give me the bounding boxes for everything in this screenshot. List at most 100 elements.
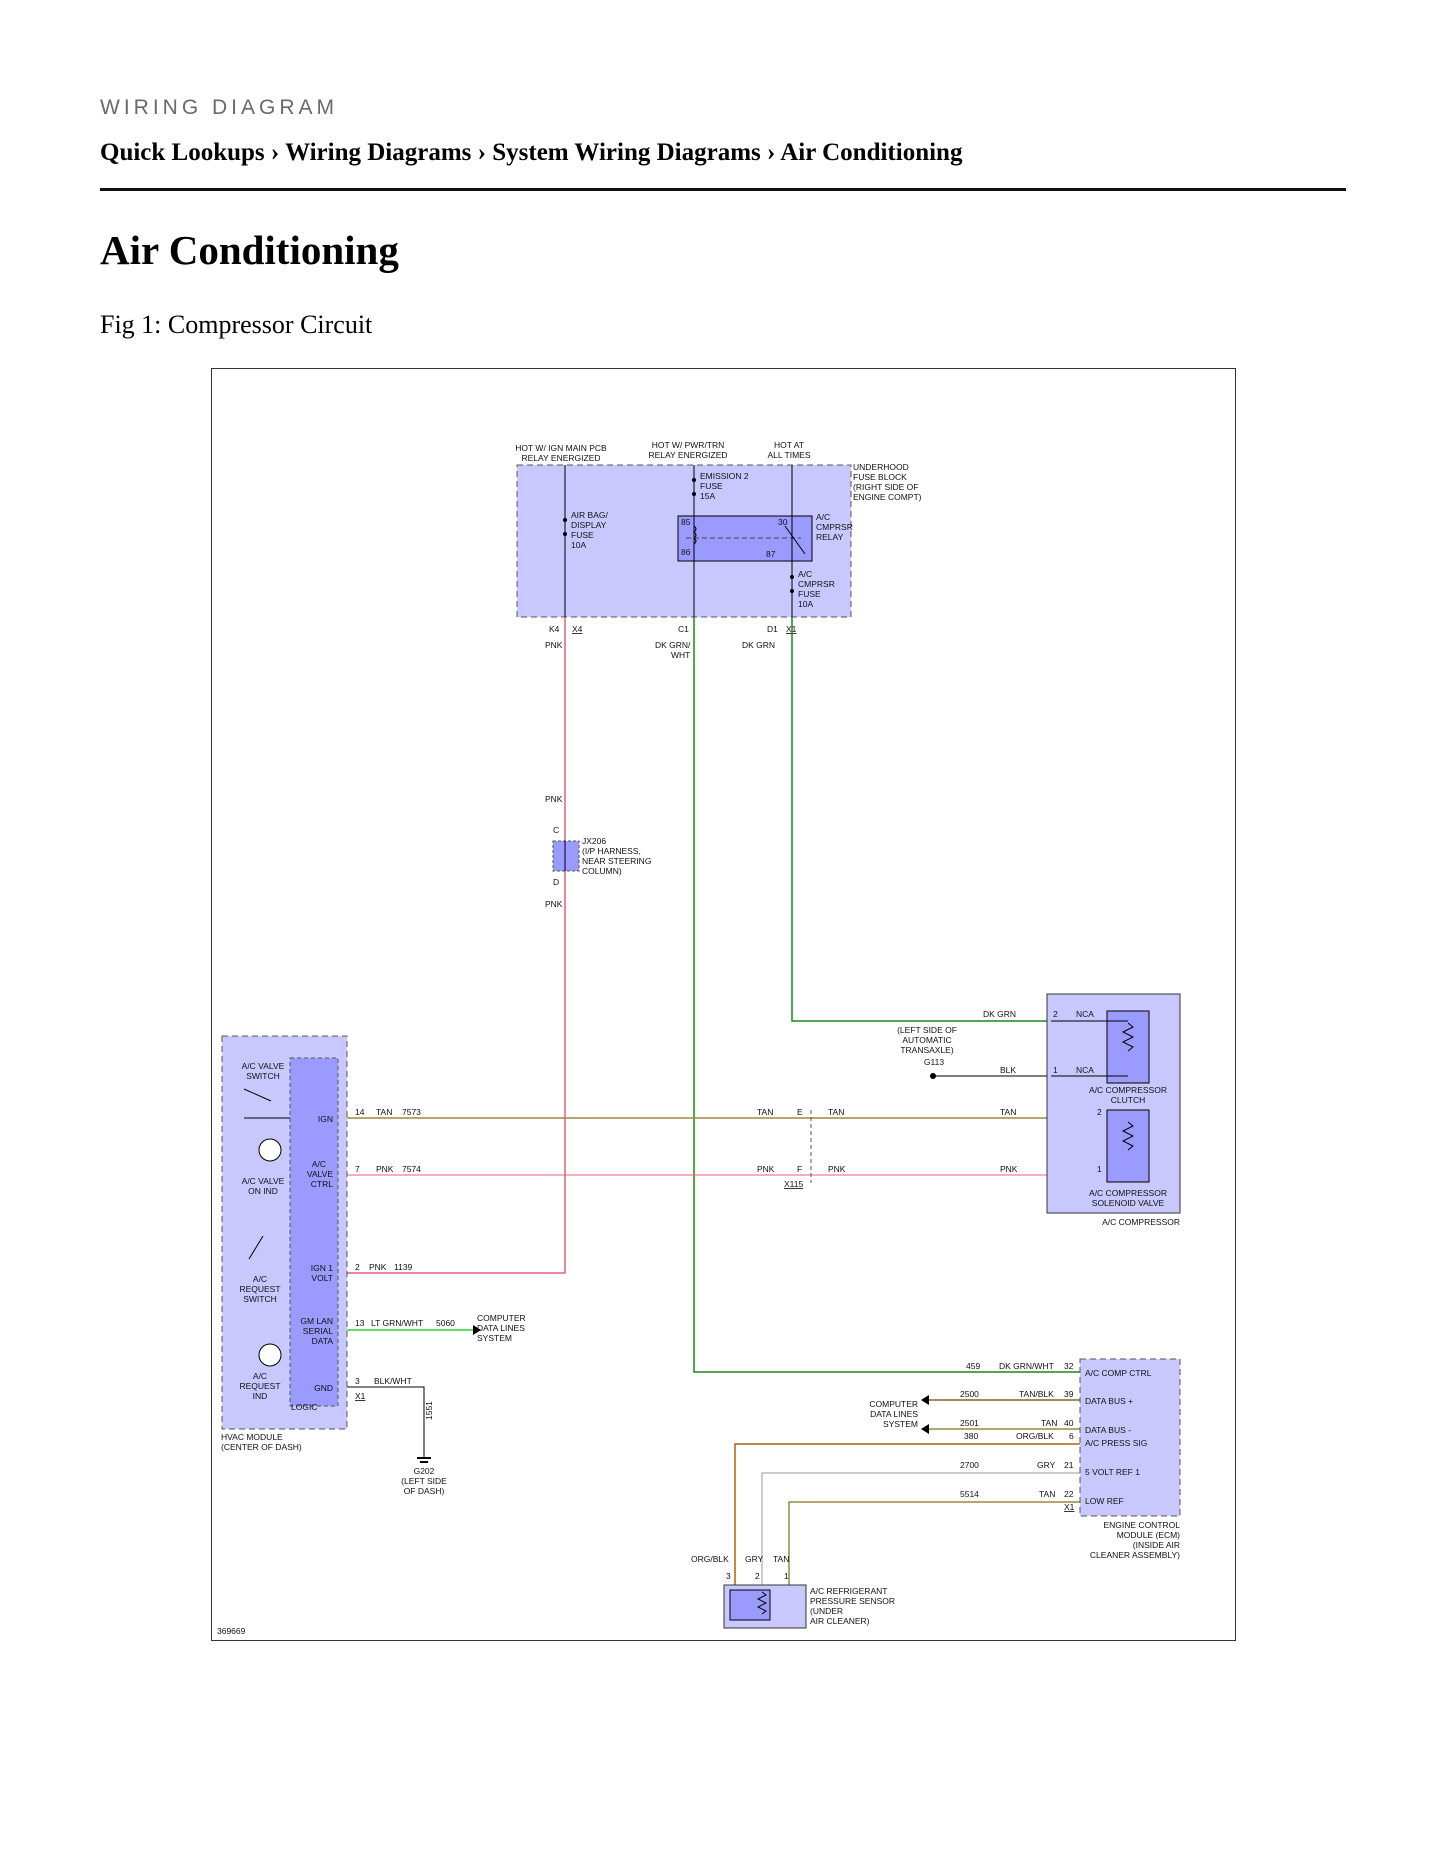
data-lines-label: COMPUTER: [477, 1313, 526, 1323]
wire-tan-5514: [788, 1501, 1080, 1585]
ecm-pin: 32: [1064, 1361, 1074, 1371]
breadcrumb-separator: ›: [270, 139, 280, 166]
breadcrumb: Quick Lookups › Wiring Diagrams › System…: [100, 139, 962, 167]
sensor-pin: 3: [726, 1571, 731, 1581]
hvac-connector: X1: [355, 1391, 366, 1401]
hvac-switch-label: REQUEST: [239, 1284, 280, 1294]
hvac-switch-label: REQUEST: [239, 1381, 280, 1391]
hvac-switch-label: SWITCH: [243, 1294, 277, 1304]
breadcrumb-system-wiring-diagrams[interactable]: System Wiring Diagrams: [492, 139, 761, 166]
figure-caption: Fig 1: Compressor Circuit: [100, 310, 373, 339]
sensor-pin: 2: [755, 1571, 760, 1581]
connector-label: D1: [767, 624, 778, 634]
hvac-pin-label: VALVE: [307, 1169, 333, 1179]
hvac-pin-label: A/C: [312, 1159, 326, 1169]
hvac-switch-label: A/C VALVE: [242, 1176, 285, 1186]
fuse-label: FUSE: [571, 530, 594, 540]
wire-color-label: PNK: [545, 794, 563, 804]
sensor-pin: 1: [784, 1571, 789, 1581]
arrow-icon: [921, 1395, 929, 1405]
wire-color-label: BLK/WHT: [374, 1376, 412, 1386]
wire-dkgrnwht-c1: [693, 617, 1080, 1373]
fuse-label: 15A: [700, 491, 715, 501]
sensor-label: PRESSURE SENSOR: [810, 1596, 895, 1606]
coil-icon: [1121, 1121, 1135, 1151]
ecm-circuit: 5514: [960, 1489, 979, 1499]
sensor-label: (UNDER: [810, 1606, 843, 1616]
wire-circuit: 1551: [424, 1401, 434, 1420]
section-kicker: WIRING DIAGRAM: [100, 96, 338, 119]
compressor-clutch-coil: [1106, 1010, 1150, 1084]
ground-icon: [930, 1073, 936, 1079]
fuse-label: FUSE: [798, 589, 821, 599]
ecm-pin-label: LOW REF: [1085, 1496, 1124, 1506]
hvac-pin-label: GM LAN: [300, 1316, 333, 1326]
wire-color-label: PNK: [1000, 1164, 1018, 1174]
compressor-pin: NCA: [1076, 1009, 1094, 1019]
hvac-pin-label: SERIAL: [303, 1326, 334, 1336]
compressor-pin: 1: [1053, 1065, 1058, 1075]
wire-pin: 3: [355, 1376, 360, 1386]
splice-label: (I/P HARNESS,: [582, 846, 641, 856]
solenoid-valve-coil: [1106, 1109, 1150, 1183]
breadcrumb-air-conditioning[interactable]: Air Conditioning: [780, 139, 963, 166]
connector-pin: C: [553, 825, 559, 835]
wire-pnk-k4: [347, 617, 566, 1274]
ecm-label: CLEANER ASSEMBLY): [1090, 1550, 1180, 1560]
sensor-label: AIR CLEANER): [810, 1616, 870, 1626]
relay-pin: 87: [766, 549, 776, 559]
wire-dkgrn-d1: [791, 617, 1051, 1022]
fuse-label: 10A: [571, 540, 586, 550]
relay-label: A/C: [816, 512, 830, 522]
wire-color-label: ORG/BLK: [691, 1554, 729, 1564]
ecm-pin-label: DATA BUS -: [1085, 1425, 1131, 1435]
wire-circuit: 7573: [402, 1107, 421, 1117]
fuse-icon: [692, 478, 696, 482]
fuse-icon: [563, 518, 567, 522]
wire-color-label: TAN/BLK: [1019, 1389, 1054, 1399]
relay-coil-icon: [693, 525, 697, 545]
fuse-label: FUSE: [700, 481, 723, 491]
fuse-block-label: UNDERHOOD: [853, 462, 909, 472]
breadcrumb-quick-lookups[interactable]: Quick Lookups: [100, 139, 265, 166]
wire-pin: 13: [355, 1318, 365, 1328]
wire-color-label: PNK: [828, 1164, 846, 1174]
ecm-circuit: 2501: [960, 1418, 979, 1428]
sensor-resistor-icon: [756, 1591, 768, 1615]
relay-pin: 85: [681, 517, 691, 527]
wire-color-label: PNK: [369, 1262, 387, 1272]
indicator-lamp-icon: [258, 1138, 282, 1162]
hvac-pin-label: LOGIC: [291, 1402, 317, 1412]
wire-color-label: PNK: [545, 640, 563, 650]
splice-label: JX206: [582, 836, 606, 846]
relay-label: RELAY: [816, 532, 844, 542]
hot-label: RELAY ENERGIZED: [521, 453, 600, 463]
ground-label: AUTOMATIC: [902, 1035, 951, 1045]
ecm-label: ENGINE CONTROL: [1103, 1520, 1180, 1530]
hvac-logic-block: [289, 1057, 339, 1407]
ecm-pin: 21: [1064, 1460, 1074, 1470]
wire-blkwht-1551: [347, 1386, 425, 1458]
wire-color-label: LT GRN/WHT: [371, 1318, 423, 1328]
hvac-switch-label: ON IND: [248, 1186, 278, 1196]
wire-color-label: PNK: [757, 1164, 775, 1174]
ground-label: G202: [414, 1466, 435, 1476]
fuse-icon: [790, 575, 794, 579]
hot-label: ALL TIMES: [768, 450, 811, 460]
ecm-circuit: 2700: [960, 1460, 979, 1470]
hvac-switch-label: A/C VALVE: [242, 1061, 285, 1071]
compressor-clutch-label: A/C COMPRESSOR: [1089, 1085, 1167, 1095]
relay-pin: 86: [681, 547, 691, 557]
hvac-pin-label: DATA: [312, 1336, 334, 1346]
splice-label: COLUMN): [582, 866, 622, 876]
hvac-pin-label: GND: [314, 1383, 333, 1393]
ecm-circuit: 459: [966, 1361, 980, 1371]
relay-pin: 30: [778, 517, 788, 527]
ecm-pin-label: A/C PRESS SIG: [1085, 1438, 1147, 1448]
breadcrumb-wiring-diagrams[interactable]: Wiring Diagrams: [285, 139, 472, 166]
fuse-icon: [790, 589, 794, 593]
wire-color-label: ORG/BLK: [1016, 1431, 1054, 1441]
solenoid-label: SOLENOID VALVE: [1092, 1198, 1165, 1208]
connector-pin: D: [553, 877, 559, 887]
breadcrumb-separator: ›: [477, 139, 486, 166]
